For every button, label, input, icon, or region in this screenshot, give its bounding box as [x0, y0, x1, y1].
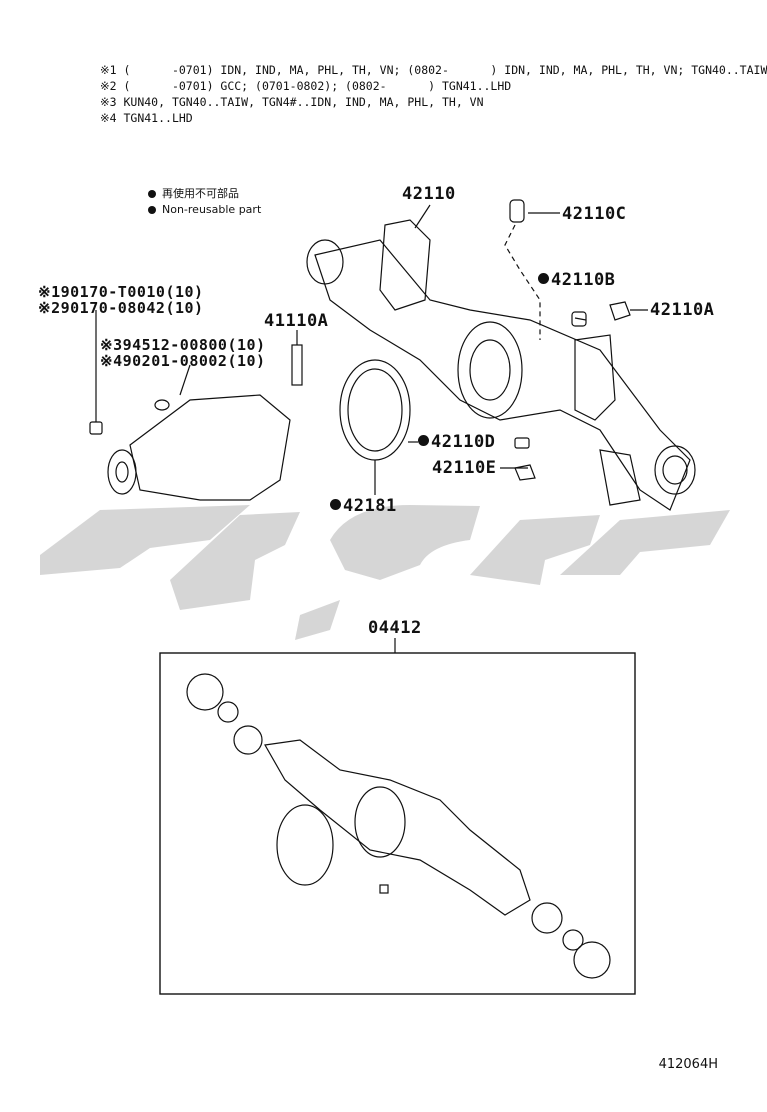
callout-41110A[interactable]: 41110A [264, 311, 329, 331]
watermark-logo [40, 505, 730, 640]
non-reusable-icon [538, 273, 549, 284]
note-2: ※2 ( -0701) GCC; (0701-0802); (0802- ) T… [100, 79, 512, 93]
legend-jp: 再使用不可部品 [148, 185, 239, 201]
callout-42110D[interactable]: 42110D [418, 432, 495, 452]
callout-bolt-2[interactable]: ※290170-08042(10) [38, 299, 204, 317]
callout-42110E[interactable]: 42110E [432, 458, 497, 478]
callout-42181-label: 42181 [343, 496, 397, 516]
callout-04412[interactable]: 04412 [368, 618, 422, 638]
flange-right [654, 445, 696, 495]
axle-housing [314, 239, 691, 511]
callout-42110C[interactable]: 42110C [562, 204, 627, 224]
callout-42110B-label: 42110B [551, 270, 616, 290]
legend-en-text: Non-reusable part [162, 203, 262, 216]
bullet-icon [148, 206, 156, 214]
legend-en: Non-reusable part [148, 203, 261, 216]
legend-jp-text: 再使用不可部品 [162, 187, 239, 200]
callout-42110D-label: 42110D [431, 432, 496, 452]
callout-bolt-1[interactable]: ※190170-T0010(10) [38, 283, 204, 301]
callout-42181[interactable]: 42181 [330, 496, 397, 516]
note-3: ※3 KUN40, TGN40..TAIW, TGN4#..IDN, IND, … [100, 95, 484, 109]
gasket-kit-box [159, 652, 636, 995]
callout-bolt-3[interactable]: ※394512-00800(10) [100, 336, 266, 354]
differential-carrier [129, 394, 291, 501]
callout-42110A[interactable]: 42110A [650, 300, 715, 320]
gasket-42181 [339, 359, 411, 461]
diagram-id: 412064H [658, 1057, 718, 1072]
housing-center-bore [457, 321, 523, 419]
non-reusable-icon [418, 435, 429, 446]
flange-left [306, 239, 344, 285]
callout-42110B[interactable]: 42110B [538, 270, 615, 290]
non-reusable-icon [330, 499, 341, 510]
bullet-icon [148, 190, 156, 198]
callout-bolt-4[interactable]: ※490201-08002(10) [100, 352, 266, 370]
note-4: ※4 TGN41..LHD [100, 111, 193, 125]
note-1: ※1 ( -0701) IDN, IND, MA, PHL, TH, VN; (… [100, 63, 767, 77]
callout-42110[interactable]: 42110 [402, 184, 456, 204]
